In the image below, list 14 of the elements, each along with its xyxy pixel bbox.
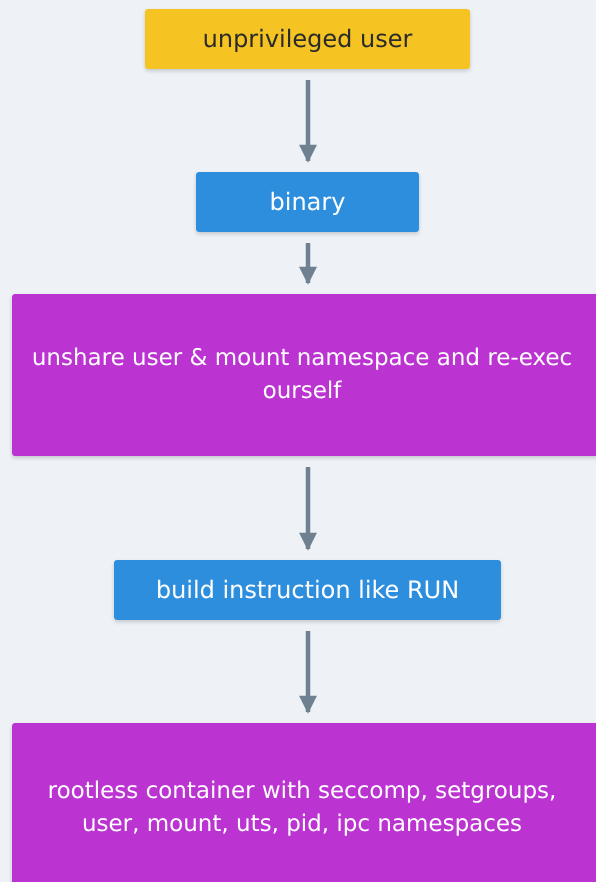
arrow: [299, 467, 317, 551]
process-box: [145, 9, 470, 69]
arrow: [299, 631, 317, 714]
box-label: build instruction like RUN: [156, 574, 460, 606]
process-box: [12, 723, 596, 882]
box-label: binary: [270, 186, 346, 218]
arrow: [299, 80, 317, 163]
box-label: rootless container with seccomp, setgroups, user, mount, uts, pid, ipc namespaces: [46, 776, 558, 839]
box-label: unprivileged user: [202, 24, 412, 55]
process-box: [196, 172, 419, 232]
process-box: [12, 294, 596, 456]
process-box: [114, 560, 501, 620]
box-label: unshare user & mount namespace and re-exec ourself: [30, 344, 574, 406]
arrow: [299, 243, 317, 285]
